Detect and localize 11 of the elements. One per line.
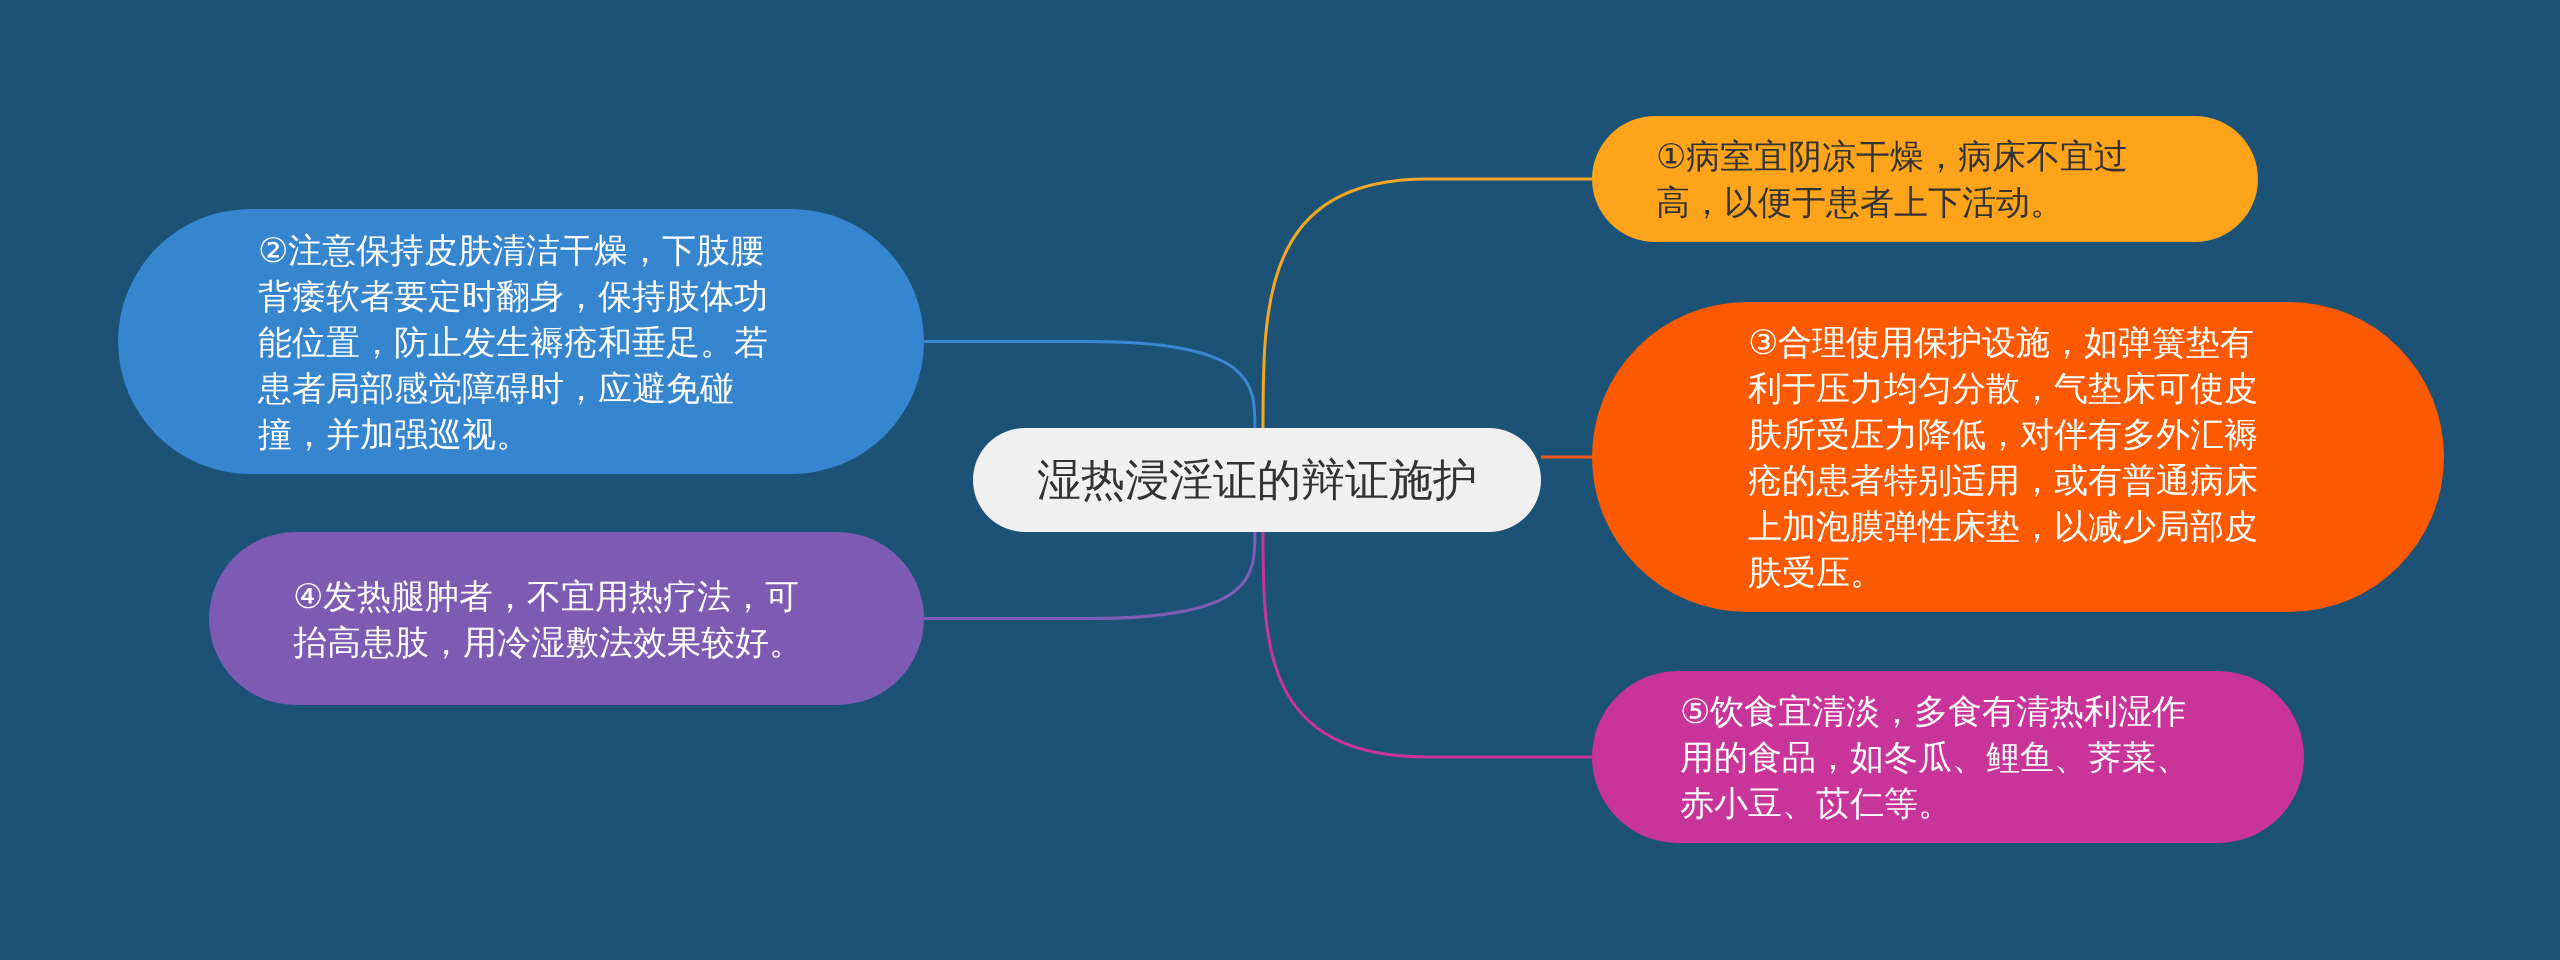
- connector-line: [1261, 532, 1592, 759]
- idea-text: ③合理使用保护设施，如弹簧垫有利于压力均匀分散，气垫床可使皮肤所受压力降低，对伴有多外汇褥疮的患者特别适用，或有普通病床上加泡膜弹性床垫，以减少局部皮肤受压。: [1748, 321, 2259, 594]
- connector-line: [924, 532, 1257, 620]
- connector-line: [1541, 455, 1592, 459]
- connector-line: [924, 340, 1257, 428]
- idea-text: ④发热腿肿者，不宜用热疗法，可抬高患肢，用冷湿敷法效果较好。: [293, 574, 804, 664]
- topic-text: 湿热浸淫证的辩证施护: [1037, 453, 1477, 507]
- connector-line: [1261, 177, 1592, 428]
- idea-text: ②注意保持皮肤清洁干燥，下肢腰背痿软者要定时翻身，保持肢体功能位置，防止发生褥疮和垂足。若患者局部感觉障碍时，应避免碰撞，并加强巡视。: [258, 228, 769, 456]
- idea-text: ①病室宜阴凉干燥，病床不宜过高，以便于患者上下活动。: [1656, 135, 2130, 224]
- idea-text: ⑤饮食宜清淡，多食有清热利湿作用的食品，如冬瓜、鲤鱼、荠菜、赤小豆、苡仁等。: [1680, 690, 2191, 825]
